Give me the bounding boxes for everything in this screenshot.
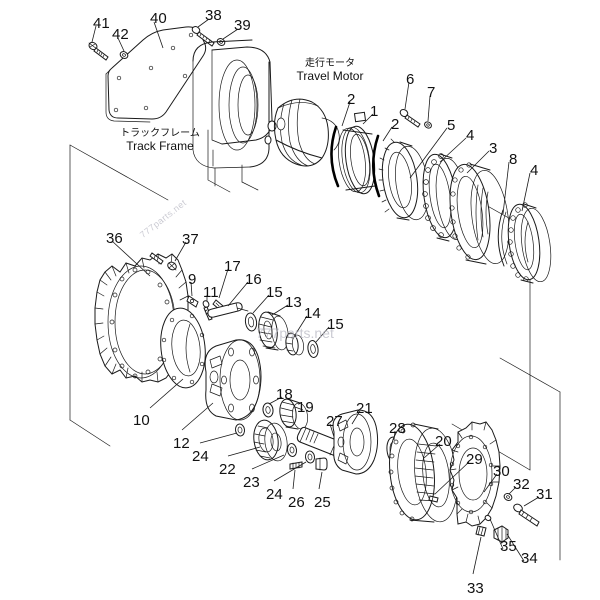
part-25-plug: [315, 457, 328, 471]
callout-number: 31: [536, 486, 553, 503]
part-4-bearing-left: [422, 153, 469, 242]
callout-number: 40: [150, 10, 167, 27]
part-19-splined-gear: [279, 398, 308, 430]
part-33-pin: [475, 525, 487, 537]
part-26-pin: [289, 461, 303, 470]
part-10-seal-flange: [160, 307, 206, 389]
callout-number: 15: [266, 284, 283, 301]
part-31-bolt: [513, 503, 540, 527]
part-1-ring-pack: [338, 111, 376, 195]
part-29-bolt: [428, 495, 439, 503]
part-3-hub-drum: [449, 162, 510, 265]
callout-number: 10: [133, 412, 150, 429]
part-24-washer-left: [234, 423, 246, 437]
part-2-seal-arc-left: [330, 125, 340, 188]
track-frame-housing: [192, 39, 277, 193]
travel-motor-label: 走行モータ Travel Motor: [297, 58, 364, 83]
callout-number: 41: [93, 15, 110, 32]
callout-number: 16: [245, 271, 262, 288]
part-37-bolt: [149, 252, 177, 271]
callout-number: 4: [530, 162, 539, 179]
part-8-snap-ring: [497, 209, 508, 267]
part-41-bolt: [88, 41, 109, 61]
callout-number: 24: [266, 486, 283, 503]
callout-number: 9: [188, 271, 197, 288]
callout-number: 7: [427, 84, 436, 101]
callout-number: 27: [326, 413, 343, 430]
track-frame-label-en: Track Frame: [126, 138, 194, 153]
callout-number: 2: [391, 116, 400, 133]
track-frame-label-jp: トラックフレーム: [120, 128, 200, 139]
callout-number: 1: [370, 103, 379, 120]
part-20-ring-gear: [388, 422, 458, 523]
callout-number: 8: [509, 151, 518, 168]
travel-motor-body: [273, 98, 340, 167]
part-21-hub-housing: [332, 409, 379, 475]
callout-number: 28: [389, 420, 406, 437]
callout-number: 12: [173, 435, 190, 452]
callout-number: 37: [182, 231, 199, 248]
callout-number: 36: [106, 230, 123, 247]
callout-number: 34: [521, 550, 538, 567]
part-30-retainer-sprocket: [449, 421, 501, 527]
callout-number: 24: [192, 448, 209, 465]
callout-number: 32: [513, 476, 530, 493]
callout-number: 14: [304, 305, 321, 322]
track-frame-label: トラックフレーム Track Frame: [120, 128, 200, 153]
part-13-roller-bearing: [258, 311, 289, 351]
travel-motor-label-en: Travel Motor: [296, 68, 364, 83]
callout-number: 3: [489, 140, 498, 157]
part-12-carrier-housing: [204, 339, 262, 421]
part-15-washer-left: [244, 312, 258, 332]
callout-number: 2: [347, 91, 356, 108]
part-23-washer: [286, 443, 298, 457]
part-14-gear: [285, 332, 304, 356]
callout-number: 18: [276, 386, 293, 403]
part-15-washer-right: [307, 340, 319, 358]
callout-number: 4: [466, 127, 475, 144]
callout-number: 13: [285, 294, 302, 311]
callout-number: 33: [467, 580, 484, 597]
callout-number: 20: [435, 433, 452, 450]
callout-number: 21: [356, 400, 373, 417]
callout-number: 25: [314, 494, 331, 511]
callout-number: 22: [219, 461, 236, 478]
part-42-washer: [119, 51, 129, 59]
travel-motor-label-jp: 走行モータ: [305, 58, 355, 69]
part-2-seal-arc-right: [371, 134, 381, 198]
callout-number: 29: [466, 451, 483, 468]
callout-number: 19: [297, 399, 314, 416]
callout-number: 17: [224, 258, 241, 275]
callout-number: 39: [234, 17, 251, 34]
part-9-plate: [186, 295, 199, 308]
callout-number: 26: [288, 494, 305, 511]
part-4-bearing-right: [507, 202, 552, 284]
callout-number: 5: [447, 117, 456, 134]
callout-number: 38: [205, 7, 222, 24]
part-40-cover-plate: [105, 26, 207, 123]
part-6-bolt: [399, 108, 421, 128]
part-34-nut: [493, 525, 509, 543]
part-24-washer-right: [304, 450, 316, 464]
part-5-toothed-ring: [378, 138, 430, 221]
callout-number: 35: [500, 538, 517, 555]
part-22-planet-gear: [253, 419, 288, 462]
callout-number: 6: [406, 71, 415, 88]
callout-number: 42: [112, 26, 129, 43]
leader-lines: [91, 18, 540, 575]
callout-number: 15: [327, 316, 344, 333]
part-7-washer: [424, 121, 432, 129]
part-32-washer: [503, 493, 513, 501]
part-18-washer: [262, 402, 274, 418]
part-16-roll-pin: [207, 302, 249, 318]
callout-number: 11: [203, 284, 219, 301]
callout-number: 23: [243, 474, 260, 491]
callout-number: 30: [493, 463, 510, 480]
